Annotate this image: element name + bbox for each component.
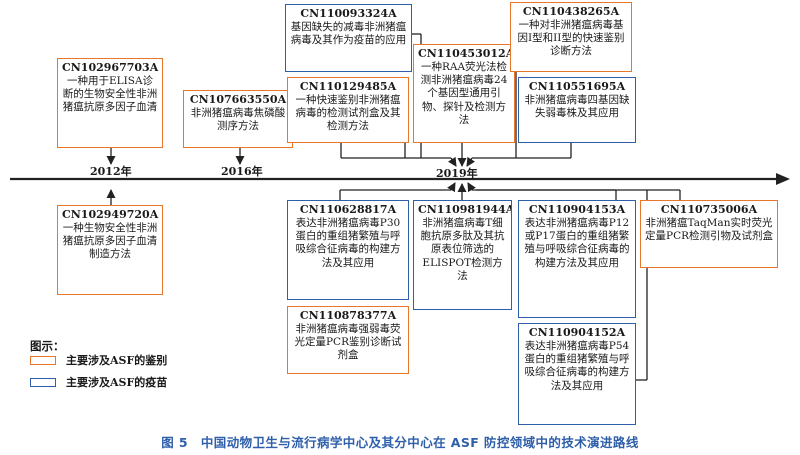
patent-box: CN110981944A 非洲猪瘟病毒T细胞抗原多肽及其抗原表位筛选的ELISP… [413,200,512,310]
patent-description: 基因缺失的减毒非洲猪瘟病毒及其作为疫苗的应用 [290,21,407,47]
patent-id: CN110904152A [528,326,626,339]
patent-id: CN110981944A [418,203,512,216]
legend-label-diagnosis: 主要涉及ASF的鉴别 [66,354,168,367]
patent-box: CN110904152A 表达非洲猪瘟病毒P54蛋白的重组猪繁殖与呼吸综合征病毒… [518,323,636,425]
year-label-2012: 2012年 [90,165,132,178]
patent-description: 一种用于ELISA诊断的生物安全性非洲猪瘟抗原多因子血清 [62,75,158,114]
patent-description: 非洲猪瘟病毒四基因缺失弱毒株及其应用 [524,94,630,120]
patent-description: 表达非洲猪瘟病毒P54蛋白的重组猪繁殖与呼吸综合征病毒的构建方法及其应用 [524,340,630,392]
patent-id: CN110551695A [528,80,626,93]
patent-id: CN110904153A [528,203,626,216]
patent-description: 非洲猪瘟病毒焦磷酸测序方法 [190,107,286,133]
figure-caption: 图 5 中国动物卫生与流行病学中心及其分中心在 ASF 防控领域中的技术演进路线 [161,435,639,450]
patent-id: CN102949720A [62,208,159,221]
patent-box: CN110904153A 表达非洲猪瘟病毒P12或P17蛋白的重组猪繁殖与呼吸综… [518,200,636,318]
patent-description: 一种生物安全性非洲猪瘟抗原多因子血清制造方法 [62,222,158,261]
patent-id: CN102967703A [62,61,159,74]
legend-swatch-diagnosis [30,356,56,365]
patent-box: CN107663550A 非洲猪瘟病毒焦磷酸测序方法 [183,90,293,148]
patent-id: CN110438265A [522,5,620,18]
patent-description: 非洲猪瘟TaqMan实时荧光定量PCR检测引物及试剂盒 [645,217,774,243]
year-label-2016: 2016年 [221,165,263,178]
patent-id: CN107663550A [189,93,287,106]
patent-description: 表达非洲猪瘟病毒P30蛋白的重组猪繁殖与呼吸综合征病毒的构建方法及其应用 [295,217,401,269]
patent-box: CN110453012A 一种RAA荧光法检测非洲猪瘟病毒24个基因型通用引物、… [413,44,515,143]
patent-description: 一种RAA荧光法检测非洲猪瘟病毒24个基因型通用引物、探针及检测方法 [420,61,508,126]
year-label-2019: 2019年 [436,167,478,180]
patent-box: CN110878377A 非洲猪瘟病毒强弱毒荧光定量PCR鉴别诊断试剂盒 [287,306,409,374]
patent-description: 一种对非洲猪瘟病毒基因I型和II型的快速鉴别诊断方法 [517,19,625,58]
patent-box: CN110129485A 一种快速鉴别非洲猪瘟病毒的检测试剂盒及其检测方法 [287,77,409,143]
patent-description: 非洲猪瘟病毒强弱毒荧光定量PCR鉴别诊断试剂盒 [294,323,402,362]
patent-id: CN110878377A [299,309,397,322]
patent-box: CN110735006A 非洲猪瘟TaqMan实时荧光定量PCR检测引物及试剂盒 [640,200,778,268]
patent-box: CN110551695A 非洲猪瘟病毒四基因缺失弱毒株及其应用 [518,77,636,143]
patent-id: CN110093324A [300,7,397,20]
patent-box: CN102967703A 一种用于ELISA诊断的生物安全性非洲猪瘟抗原多因子血… [57,58,163,148]
patent-description: 非洲猪瘟病毒T细胞抗原多肽及其抗原表位筛选的ELISPOT检测方法 [420,217,505,282]
patent-description: 一种快速鉴别非洲猪瘟病毒的检测试剂盒及其检测方法 [295,94,401,133]
patent-description: 表达非洲猪瘟病毒P12或P17蛋白的重组猪繁殖与呼吸综合征病毒的构建方法及其应用 [524,217,630,269]
patent-box: CN110093324A 基因缺失的减毒非洲猪瘟病毒及其作为疫苗的应用 [285,4,412,72]
patent-id: CN110129485A [299,80,397,93]
legend-swatch-vaccine [30,378,56,387]
legend-label-vaccine: 主要涉及ASF的疫苗 [66,376,168,389]
patent-box: CN110628817A 表达非洲猪瘟病毒P30蛋白的重组猪繁殖与呼吸综合征病毒… [287,200,409,300]
patent-box: CN102949720A 一种生物安全性非洲猪瘟抗原多因子血清制造方法 [57,205,163,295]
patent-id: CN110453012A [418,47,515,60]
timeline-arrowhead [776,173,790,185]
patent-id: CN110628817A [299,203,397,216]
patent-box: CN110438265A 一种对非洲猪瘟病毒基因I型和II型的快速鉴别诊断方法 [510,2,632,72]
patent-id: CN110735006A [660,203,758,216]
legend-title: 图示： [30,339,65,353]
